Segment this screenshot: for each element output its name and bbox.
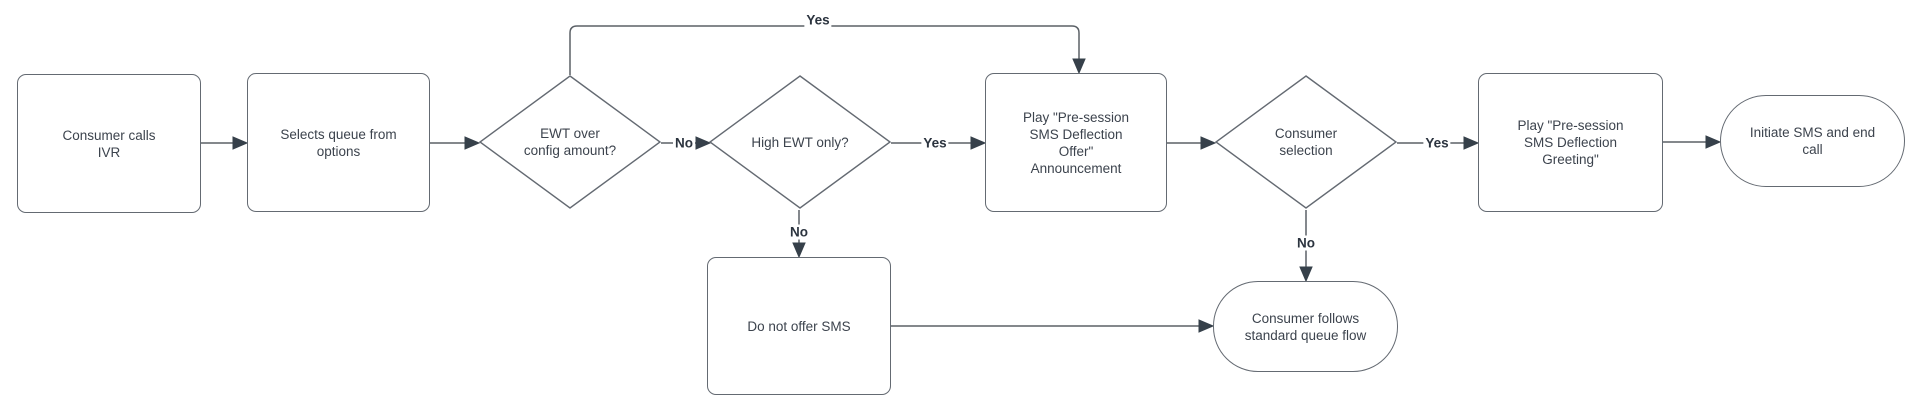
node-do-not-offer-sms: Do not offer SMS [707,257,891,395]
node-high-ewt-only: High EWT only? [709,75,891,209]
node-label: Selects queue from options [280,126,397,159]
diamond-shape [709,75,891,209]
node-label: High EWT only? [751,134,849,150]
arrowhead-do-not-offer [792,242,806,259]
node-label: Do not offer SMS [747,318,851,334]
arrowhead-standard-queue-left [1198,319,1215,333]
node-standard-queue-flow: Consumer follows standard queue flow [1213,281,1398,372]
edge-label-no-down-right: No [1295,235,1317,251]
arrowhead-initiate-sms [1705,135,1722,149]
edge-label-yes-right: Yes [1423,135,1451,151]
arrowhead-consumer-selection [1200,136,1217,150]
node-label: EWT over config amount? [523,126,617,158]
edge-label-no-down-left: No [788,224,810,240]
arrowhead-standard-queue-top [1299,266,1313,283]
edge-ewt-yes-to-play-offer [569,25,1080,75]
node-consumer-calls-ivr: Consumer calls IVR [17,74,201,213]
node-play-offer-announcement: Play "Pre-session SMS Deflection Offer" … [985,73,1167,212]
diamond-shape [479,75,661,209]
node-label: Consumer follows standard queue flow [1244,310,1367,343]
edge-label-no-mid: No [673,135,695,151]
node-ewt-over-config: EWT over config amount? [479,75,661,209]
node-selects-queue: Selects queue from options [247,73,430,212]
diamond-shape [1215,75,1397,209]
node-consumer-selection: Consumer selection [1215,75,1397,209]
arrowhead-play-greeting [1463,136,1480,150]
node-label: Play "Pre-session SMS Deflection Greetin… [1517,118,1624,167]
node-label: Consumer selection [1274,126,1338,158]
edge-label-yes-mid: Yes [921,135,949,151]
arrowhead-play-offer-left [970,136,987,150]
arrowhead-high-ewt [695,136,712,150]
arrowhead-play-offer-top [1072,58,1086,75]
node-initiate-sms-end-call: Initiate SMS and end call [1720,95,1905,187]
node-play-greeting: Play "Pre-session SMS Deflection Greetin… [1478,73,1663,212]
node-label: Play "Pre-session SMS Deflection Offer" … [1022,109,1130,176]
edge-label-yes-top: Yes [804,12,832,28]
arrowhead-ewt [464,136,481,150]
node-label: Consumer calls IVR [62,127,156,160]
arrowhead-select-queue [232,136,249,150]
node-label: Initiate SMS and end call [1749,125,1876,157]
